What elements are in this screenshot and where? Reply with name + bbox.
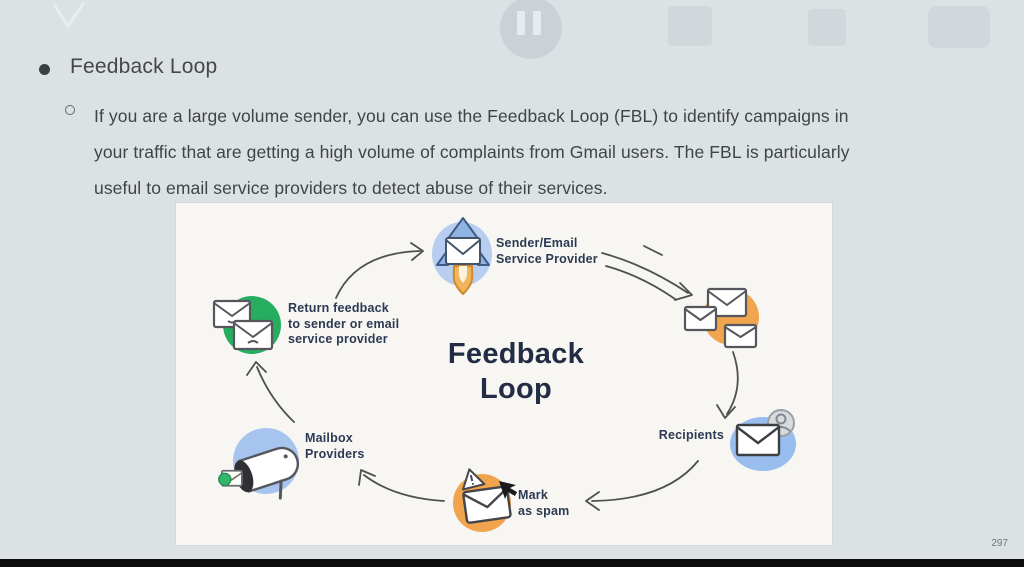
pause-icon [533, 11, 541, 35]
spam-label: Mark as spam [518, 488, 570, 518]
loop-arrows [246, 242, 739, 511]
mailbox-icon [218, 428, 299, 500]
diagram-title: Feedback Loop [447, 338, 585, 405]
envelope-stack-icon [683, 287, 759, 349]
player-control-icon[interactable] [668, 6, 712, 46]
page-number: 297 [991, 538, 1008, 549]
rocket-envelope-icon [432, 217, 492, 295]
letterbox-bar [0, 559, 1024, 567]
envelope-spam-warning-icon [453, 468, 517, 532]
body-line: If you are a large volume sender, you ca… [94, 106, 849, 126]
player-control-icon[interactable] [928, 6, 990, 48]
recipients-label: Recipients [658, 428, 724, 442]
return-feedback-label: Return feedback to sender or email servi… [288, 301, 400, 346]
sub-bullet-icon [65, 105, 75, 115]
bullet-icon [39, 64, 50, 75]
pause-button[interactable] [500, 0, 562, 59]
feedback-loop-diagram: Sender/Email Service Provider [176, 203, 832, 545]
pause-icon [517, 11, 525, 35]
mailbox-label: Mailbox Providers [305, 431, 365, 461]
sender-label: Sender/Email Service Provider [496, 236, 598, 266]
envelope-user-icon [730, 409, 796, 471]
body-line: your traffic that are getting a high vol… [94, 142, 850, 162]
envelope-faces-icon [212, 296, 281, 354]
body-line: useful to email service providers to det… [94, 178, 608, 198]
slide-title: Feedback Loop [70, 55, 218, 78]
body-paragraph: If you are a large volume sender, you ca… [94, 98, 964, 206]
player-control-icon[interactable] [808, 9, 846, 46]
watermark-v-icon [53, 2, 85, 29]
